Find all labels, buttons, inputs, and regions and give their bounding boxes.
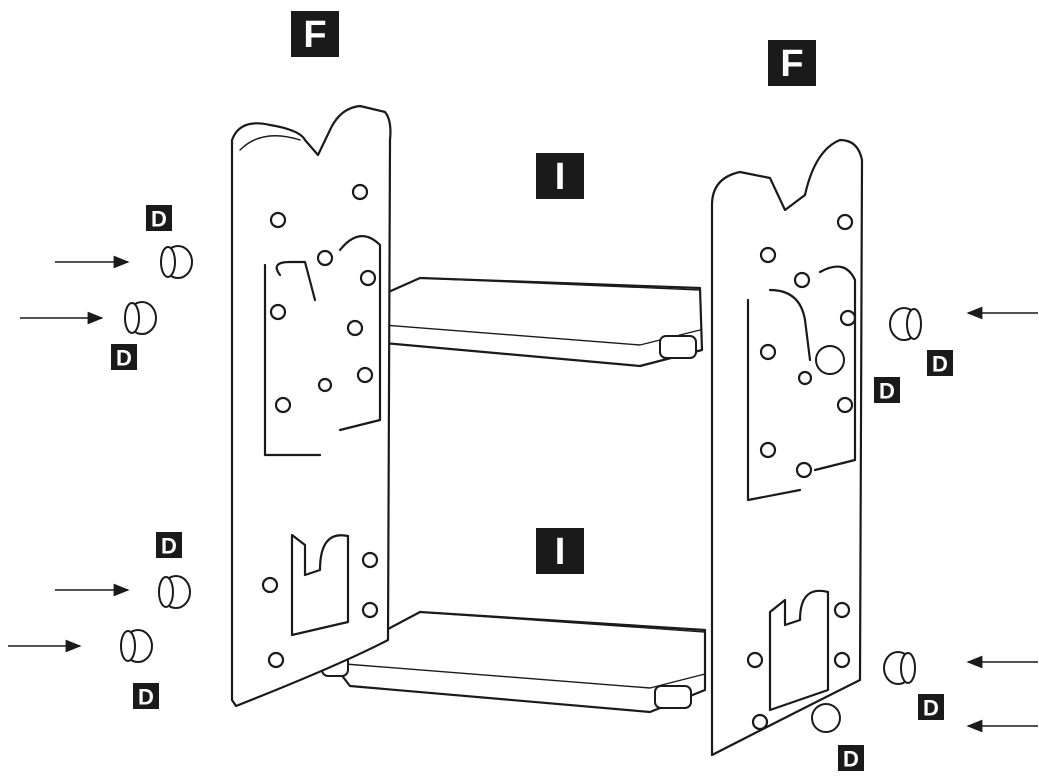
svg-text:D: D: [151, 207, 167, 232]
label-knob-left-1: D: [146, 205, 172, 232]
label-knob-right-1: D: [927, 350, 953, 377]
svg-text:D: D: [932, 352, 948, 377]
svg-text:I: I: [555, 156, 566, 198]
svg-text:D: D: [161, 534, 177, 559]
knob-right-2: [883, 651, 916, 685]
label-knob-right-3: D: [918, 694, 944, 721]
svg-text:F: F: [303, 14, 326, 56]
frame-panel-left: [230, 104, 392, 708]
svg-text:D: D: [116, 346, 132, 371]
svg-text:D: D: [843, 747, 859, 772]
svg-text:D: D: [138, 685, 154, 710]
knob-left-2: [124, 301, 157, 335]
knob-right-1: [889, 307, 922, 341]
label-shelf-bottom: I: [536, 528, 584, 574]
svg-text:D: D: [923, 696, 939, 721]
shelf-bottom: [321, 610, 707, 714]
knob-left-4: [120, 629, 153, 663]
label-knob-left-4: D: [133, 683, 159, 710]
label-knob-right-4: D: [838, 745, 864, 772]
svg-text:D: D: [879, 379, 895, 404]
label-shelf-top: I: [536, 153, 584, 199]
label-frame-right: F: [768, 40, 816, 86]
knob-left-3: [158, 575, 191, 609]
frame-panel-right: [710, 138, 864, 757]
label-knob-right-2: D: [874, 377, 900, 404]
label-knob-left-2: D: [111, 344, 137, 371]
label-frame-left: F: [291, 11, 339, 57]
svg-text:I: I: [555, 531, 566, 573]
label-knob-left-3: D: [156, 532, 182, 559]
svg-text:F: F: [780, 43, 803, 85]
knob-left-1: [160, 245, 193, 279]
